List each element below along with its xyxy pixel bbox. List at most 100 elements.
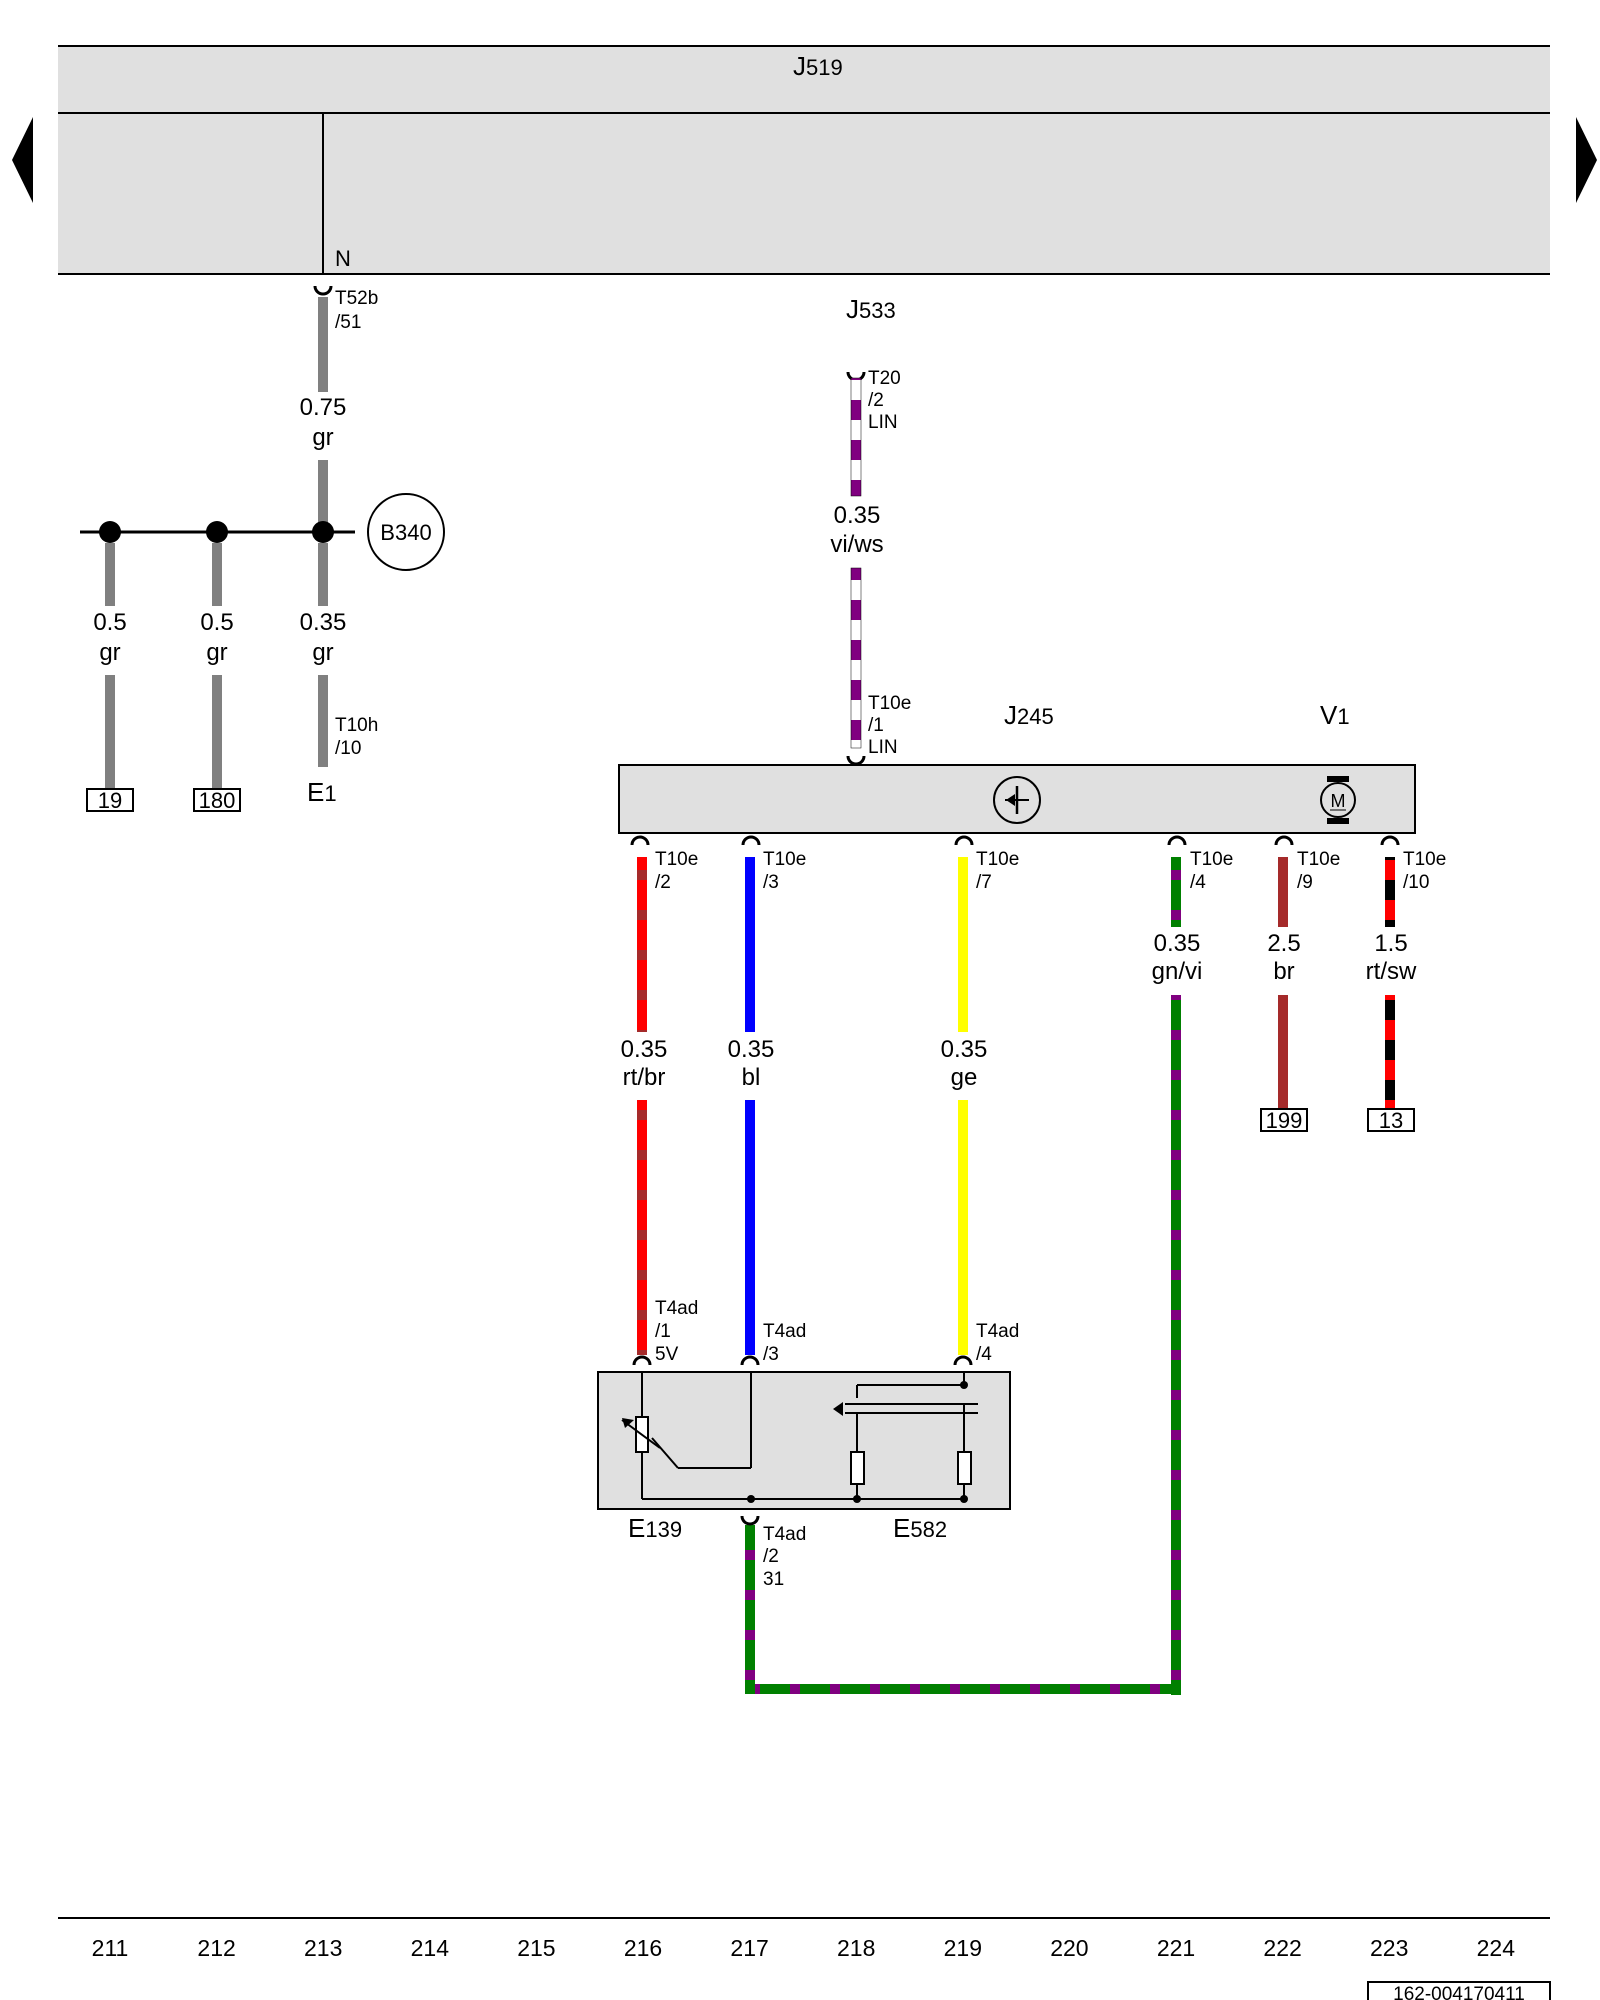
wire-segment (745, 1684, 1181, 1694)
connector-signal-label: 5V (655, 1344, 679, 1365)
connector-socket-icon (740, 1355, 760, 1366)
e139-label: E139 (628, 1513, 682, 1543)
grid-number: 214 (411, 1935, 450, 1961)
wire-segment (1385, 857, 1395, 927)
connector-socket-icon (1167, 835, 1187, 846)
b340-splice-circle (367, 493, 445, 571)
grid-number: 219 (944, 1935, 982, 1961)
wire-segment (850, 567, 862, 749)
connector-pos-label: /4 (976, 1344, 992, 1365)
wire-rt-br: 0.35 rt/br (621, 857, 668, 1355)
wire-segment (212, 675, 222, 790)
reference-box[interactable] (1260, 1108, 1308, 1132)
wire-segment (958, 1100, 968, 1355)
connector-label: T52b (335, 288, 378, 309)
j519-label: J519 (793, 51, 843, 81)
wire-color: gr (312, 424, 333, 451)
wire-size: 0.35 (300, 609, 347, 636)
pin-label: N (335, 246, 351, 271)
connector-label: T20 (868, 368, 901, 389)
connector-pos-label: /7 (976, 872, 992, 893)
connector-label: T10e (1297, 849, 1340, 870)
wire-rt-sw: 1.5 rt/sw 13 (1366, 857, 1417, 1133)
doc-code-box (1367, 1981, 1551, 2000)
wire-segment (637, 857, 647, 1032)
j533-label: J533 (846, 294, 896, 324)
reference-number: 199 (1266, 1108, 1303, 1133)
connector-pos-label: /3 (763, 1344, 779, 1365)
junction-dot-icon (747, 1495, 755, 1503)
connector-label: T4ad (655, 1298, 698, 1319)
wire-segment (105, 675, 115, 790)
arrow-icon (622, 1418, 634, 1428)
triangle-left-icon[interactable] (12, 117, 33, 203)
connector-pos-label: /2 (868, 390, 884, 411)
wire-color: br (1273, 958, 1294, 985)
connector-socket-icon (846, 755, 866, 766)
wire-segment (1278, 995, 1288, 1110)
connector-signal-label: LIN (868, 412, 898, 433)
reference-box[interactable] (193, 788, 241, 812)
wire-color: ge (951, 1064, 978, 1091)
wire-segment (212, 543, 222, 606)
wire-size: 0.35 (834, 502, 881, 529)
connector-pos-label: /1 (655, 1321, 671, 1342)
grid-number: 212 (197, 1935, 235, 1961)
wire-segment (318, 460, 328, 532)
triangle-right-icon[interactable] (1576, 117, 1597, 203)
sensor-unit-e139-e582: E139 E582 T4ad /2 31 (597, 1371, 1011, 1590)
b340-label: B340 (380, 520, 431, 545)
connector-pos-label: /51 (335, 312, 361, 333)
connector-pos-label: /4 (1190, 872, 1206, 893)
connector-pos-label: /10 (335, 738, 361, 759)
doc-code: 162-004170411 (1393, 1984, 1525, 2000)
connector-pos-label: /3 (763, 872, 779, 893)
wire-size: 0.35 (621, 1036, 668, 1063)
connector-label: T10h (335, 715, 378, 736)
reference-number: 180 (199, 788, 236, 813)
junction-dot-icon (853, 1495, 861, 1503)
connector-signal-label: 31 (763, 1569, 784, 1590)
connector-socket-icon (1380, 835, 1400, 846)
wire-size: 0.35 (1154, 930, 1201, 957)
wire-segment (850, 377, 862, 497)
wire-color: gr (99, 639, 120, 666)
wire-segment (1171, 857, 1181, 927)
wire-size: 0.75 (300, 394, 347, 421)
wire-gn-vi: 0.35 gn/vi (745, 857, 1202, 1695)
wire-segment (1385, 995, 1395, 1110)
reference-number: 19 (98, 788, 122, 813)
wire-color: gn/vi (1152, 958, 1203, 985)
connector-label: T10e (976, 849, 1019, 870)
reference-box[interactable] (86, 788, 134, 812)
connector-label: T10e (868, 693, 911, 714)
connector-socket-icon (630, 835, 650, 846)
wire-segment (1171, 995, 1181, 1695)
grid-number: 217 (730, 1935, 768, 1961)
lin-wire-group: J533 T20 /2 LIN 0.35 vi/ws T10e /1 LIN (830, 294, 911, 766)
wire-size: 0.5 (200, 609, 233, 636)
wire-size: 2.5 (1267, 930, 1300, 957)
connector-label: T4ad (763, 1524, 806, 1545)
reference-box[interactable] (1367, 1108, 1415, 1132)
wire-segment (105, 543, 115, 606)
wire-segment (318, 297, 328, 392)
wire-bl: 0.35 bl (728, 857, 774, 1355)
grid-number: 221 (1157, 1935, 1195, 1961)
reference-number: 13 (1379, 1108, 1403, 1133)
grid-number: 216 (624, 1935, 662, 1961)
wire-segment (637, 1100, 647, 1355)
wire-color: rt/br (623, 1064, 666, 1091)
j519-control-unit: J519 (58, 45, 1550, 275)
splice-dot-icon (99, 521, 121, 543)
connector-label: T4ad (763, 1321, 806, 1342)
connector-socket-icon (954, 835, 974, 846)
connector-label: T10e (655, 849, 698, 870)
splice-dot-icon (206, 521, 228, 543)
wire-ge: 0.35 ge (941, 857, 987, 1355)
connector-signal-label: LIN (868, 737, 898, 758)
grid-number: 213 (304, 1935, 342, 1961)
splice-dot-icon (312, 521, 334, 543)
connector-label: T10e (1190, 849, 1233, 870)
